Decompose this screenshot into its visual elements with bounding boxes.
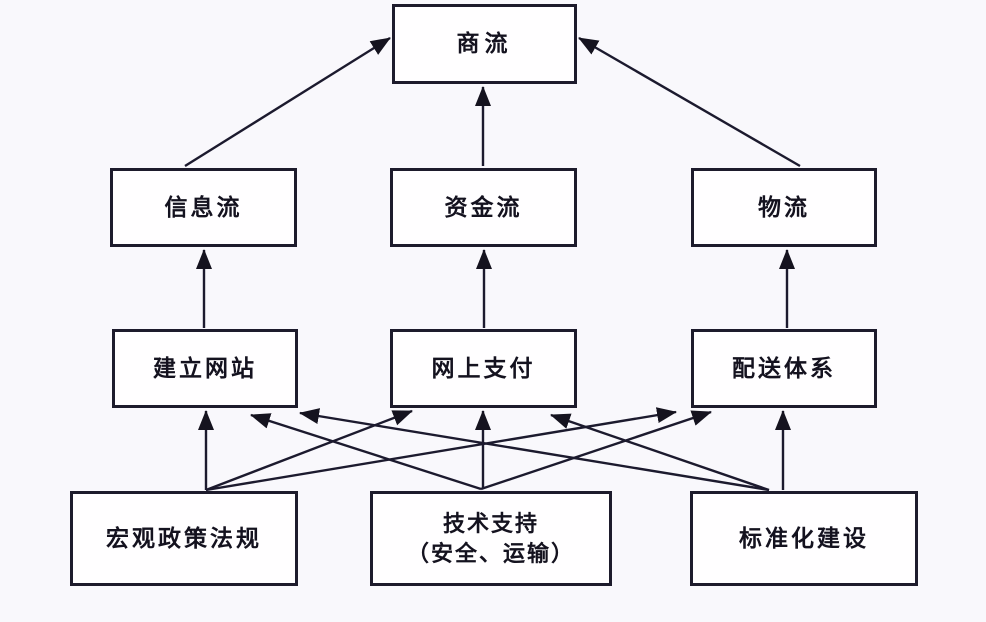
node-capital-flow-label: 资金流	[444, 193, 523, 220]
arrow-biaozhunhua-to-jianliwangzhan	[299, 408, 770, 492]
node-build-website: 建立网站	[112, 329, 298, 408]
node-macro-policy-regulations: 宏观政策法规	[70, 491, 298, 586]
node-tech-support-label: 技术支持 （安全、运输）	[406, 510, 575, 566]
node-commerce-flow-label: 商流	[456, 30, 513, 57]
node-build-website-label: 建立网站	[153, 354, 257, 381]
arrow-xinxiliu-to-shangliu	[184, 36, 391, 168]
arrow-biaozhunhua-to-wangshangzhifu	[550, 413, 770, 492]
node-distribution-system: 配送体系	[691, 329, 877, 408]
node-logistics: 物流	[691, 168, 877, 247]
arrow-hongguan-to-peisongtixi	[205, 407, 677, 492]
node-standardization-label: 标准化建设	[739, 524, 869, 551]
arrow-wuliu-to-shangliu	[578, 36, 801, 168]
node-information-flow-label: 信息流	[164, 193, 243, 220]
node-commerce-flow: 商流	[392, 4, 577, 84]
arrow-jishu-to-jianliwangzhan	[250, 413, 482, 491]
node-macro-policy-regulations-label: 宏观政策法规	[106, 524, 262, 551]
node-tech-support: 技术支持 （安全、运输）	[370, 491, 612, 586]
node-standardization: 标准化建设	[690, 491, 918, 586]
node-online-payment-label: 网上支付	[431, 354, 536, 381]
arrow-hongguan-to-wangshangzhifu	[205, 409, 413, 492]
node-information-flow: 信息流	[110, 168, 297, 247]
node-distribution-system-label: 配送体系	[732, 354, 836, 381]
arrow-jishu-to-peisongtixi	[480, 410, 712, 491]
node-capital-flow: 资金流	[390, 168, 577, 247]
node-online-payment: 网上支付	[390, 329, 577, 408]
node-logistics-label: 物流	[758, 193, 810, 220]
